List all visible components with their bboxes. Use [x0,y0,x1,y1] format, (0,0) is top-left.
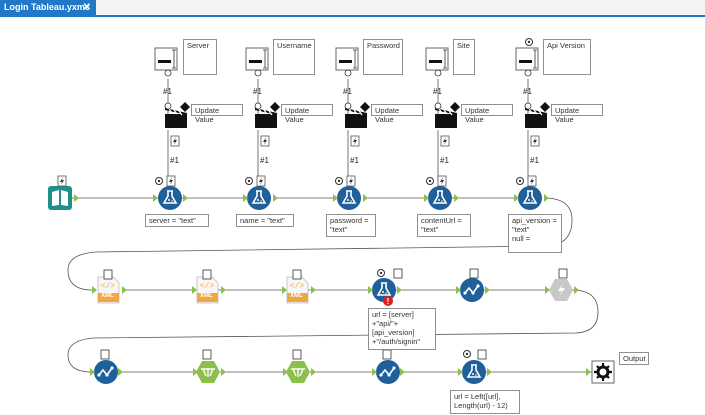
input-label-api-version[interactable]: Api Version [543,39,591,75]
tab-title: Login Tableau.yxmc [4,2,90,12]
output-anchor [74,194,79,202]
connector-label: #1 [343,87,352,96]
macro-output-icon[interactable] [591,360,615,384]
connector-label: #1 [350,156,359,165]
close-icon[interactable]: ✕ [82,2,91,13]
formula-annotation[interactable]: server = "text" [145,214,209,227]
formula-annotation[interactable]: name = "text" [236,214,294,227]
text-box-input-icon[interactable] [245,47,269,71]
input-label-password[interactable]: Password [363,39,403,75]
connector-label: #1 [253,87,262,96]
action-label[interactable]: Update Value [371,104,423,124]
error-icon [383,296,393,306]
formula-annotation[interactable]: api_version = "text" null = [508,214,562,253]
input-label-site[interactable]: Site [453,39,475,75]
action-label[interactable]: Update Value [281,104,333,124]
dropdown-input-icon[interactable] [515,47,539,71]
connector-label: #1 [170,156,179,165]
xml-parse-icon[interactable] [285,360,311,384]
macro-input-book-icon[interactable] [48,186,72,210]
formula-tool-icon[interactable] [517,185,543,211]
formula-annotation[interactable]: password = "text" [326,214,376,237]
xml-parse-icon[interactable] [195,360,221,384]
input-label-username[interactable]: Username [273,39,315,75]
dynamic-input-icon[interactable] [549,279,573,301]
xml-badge: XML [200,293,213,299]
select-tool-icon[interactable] [93,359,119,385]
formula-tool-icon[interactable] [246,185,272,211]
input-label-server[interactable]: Server [183,39,217,75]
formula-annotation-left[interactable]: url = Left([url], Length(url) - 12) [450,390,520,414]
xml-file-icon[interactable] [286,276,309,304]
xml-badge: XML [101,293,114,299]
output-label[interactable]: Output [619,352,649,365]
formula-tool-icon[interactable] [461,359,487,385]
select-tool-icon[interactable] [375,359,401,385]
svg-text:!: ! [387,297,390,306]
action-label[interactable]: Update Value [191,104,243,124]
select-tool-icon[interactable] [459,277,485,303]
connector-label: #1 [433,87,442,96]
xml-file-icon[interactable] [97,276,120,304]
text-box-input-icon[interactable] [154,47,178,71]
text-box-input-icon[interactable] [335,47,359,71]
workflow-canvas[interactable]: </> [0,17,705,415]
xml-badge: XML [290,293,303,299]
lightning-icon [57,175,67,187]
formula-annotation[interactable]: contentUrl = "text" [417,214,471,237]
document-tab-bar: Login Tableau.yxmc ✕ [0,0,705,17]
connector-label: #1 [523,87,532,96]
formula-tool-icon[interactable] [427,185,453,211]
text-box-input-icon[interactable] [425,47,449,71]
formula-tool-icon[interactable] [157,185,183,211]
xml-file-icon[interactable] [196,276,219,304]
formula-tool-icon[interactable] [336,185,362,211]
question-icon [525,38,533,46]
formula-annotation-url[interactable]: url = [server] +"api/"+ [api_version] +"… [368,308,436,350]
connector-label: #1 [440,156,449,165]
connector-label: #1 [163,87,172,96]
connector-label: #1 [260,156,269,165]
connector-label: #1 [530,156,539,165]
action-label[interactable]: Update Value [551,104,603,124]
action-label[interactable]: Update Value [461,104,513,124]
tab-login-tableau[interactable]: Login Tableau.yxmc ✕ [0,0,96,15]
